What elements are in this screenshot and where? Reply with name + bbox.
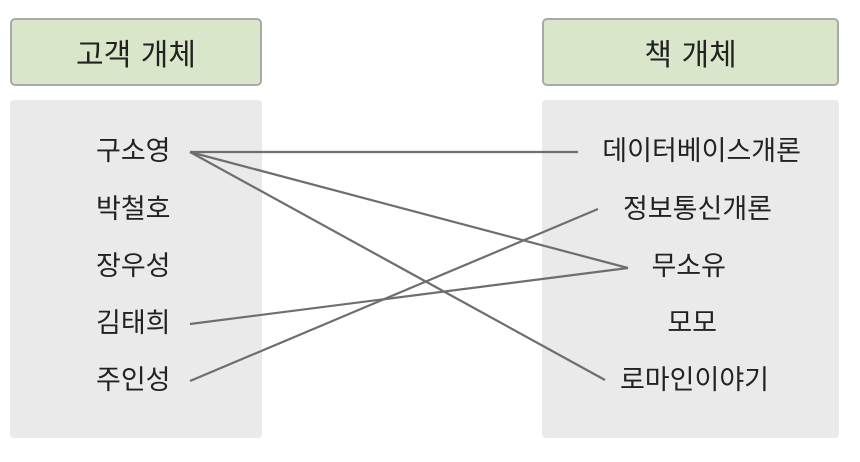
customer-item: 주인성 bbox=[96, 365, 171, 396]
book-item: 데이터베이스개론 bbox=[602, 136, 801, 167]
book-item: 정보통신개론 bbox=[622, 194, 772, 225]
customer-entity-title: 고객 개체 bbox=[76, 38, 196, 73]
book-item: 무소유 bbox=[651, 251, 726, 282]
book-item: 모모 bbox=[667, 308, 717, 339]
customer-item: 박철호 bbox=[96, 194, 171, 225]
customer-item: 장우성 bbox=[96, 251, 171, 282]
customer-item: 김태희 bbox=[96, 308, 171, 339]
customer-item: 구소영 bbox=[96, 136, 171, 167]
book-entity-header: 책 개체 bbox=[542, 18, 839, 86]
book-item: 로마인이야기 bbox=[619, 365, 769, 396]
book-entity-title: 책 개체 bbox=[644, 38, 737, 73]
customer-entity-header: 고객 개체 bbox=[10, 18, 262, 86]
